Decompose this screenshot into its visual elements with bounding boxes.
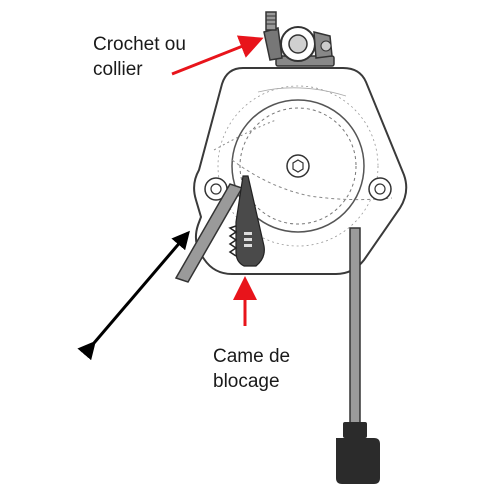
cam-label: Came de blocage bbox=[213, 344, 290, 394]
hook-clamp-icon bbox=[263, 11, 335, 67]
hook-label-line2: collier bbox=[93, 59, 143, 80]
cam-label-line2: blocage bbox=[213, 371, 280, 392]
cable bbox=[349, 227, 361, 429]
motion-double-arrow bbox=[77, 230, 190, 361]
hook-label-line1: Crochet ou bbox=[93, 34, 186, 55]
hook-label: Crochet ou collier bbox=[93, 32, 186, 82]
cam-label-line1: Came de bbox=[213, 346, 291, 367]
hook-annotation-arrow bbox=[171, 35, 264, 76]
left-bolt bbox=[204, 177, 228, 201]
locking-cam bbox=[228, 175, 265, 267]
weight-icon bbox=[336, 422, 380, 484]
right-bolt bbox=[368, 177, 392, 201]
spool bbox=[213, 85, 393, 247]
